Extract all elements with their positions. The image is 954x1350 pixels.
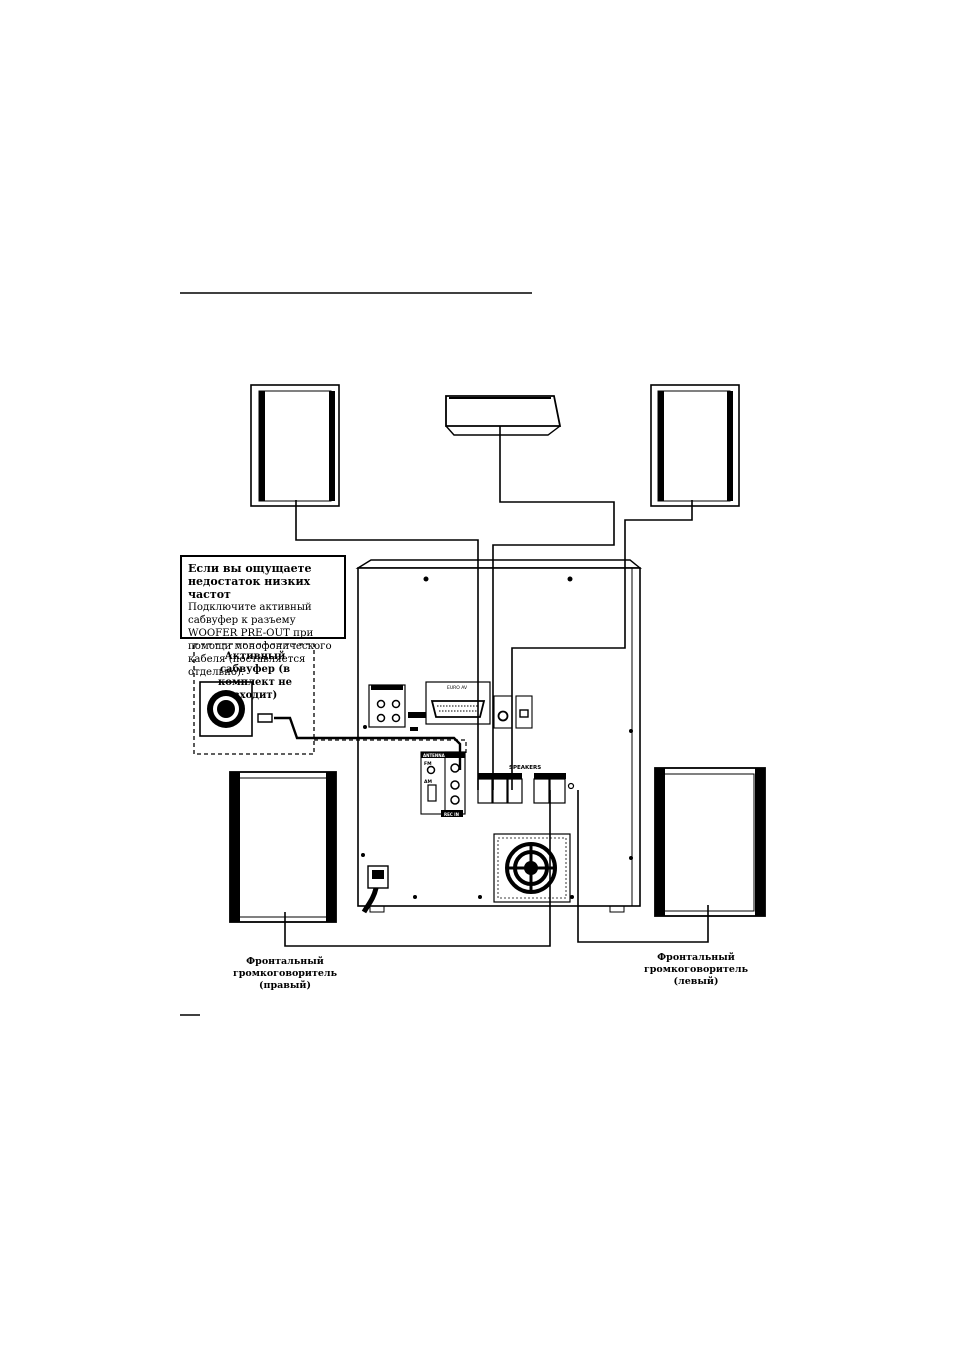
front-right-label-line2: громкоговоритель — [232, 968, 338, 979]
rear-speaker-right — [650, 384, 740, 507]
rear-speaker-left — [250, 384, 340, 507]
antenna-panel-label: ANTENNA — [423, 753, 446, 758]
front-left-label-line2: громкоговоритель — [643, 964, 749, 975]
speakers-panel-label: SPEAKERS — [509, 765, 541, 771]
bass-tip-title: Если вы ощущаете недостаток низких часто… — [188, 562, 312, 601]
subwoofer-label: Активный сабвуфер (в комплект не входит) — [218, 651, 292, 701]
bass-tip-box: Если вы ощущаете недостаток низких часто… — [180, 555, 346, 678]
front-left-label: Фронтальный громкоговоритель (левый) — [636, 952, 756, 988]
front-speaker-right — [229, 771, 337, 923]
front-left-label-line3: (левый) — [673, 976, 719, 987]
front-speaker-left — [654, 767, 766, 917]
speaker-cables — [257, 426, 709, 947]
subwoofer-dashed-frame — [193, 643, 315, 755]
main-unit-rear — [355, 559, 642, 914]
rec-panel-label: REC IN — [444, 812, 459, 817]
fm-panel-label: FM — [424, 761, 432, 767]
front-right-label-line1: Фронтальный — [246, 956, 324, 967]
front-right-label-line3: (правый) — [259, 980, 311, 991]
euro-av-panel-label: EURO AV — [447, 685, 468, 691]
am-panel-label: AM — [424, 779, 432, 785]
bass-tip-body: Подключите активный сабвуфер к разъему W… — [188, 602, 332, 678]
front-left-label-line1: Фронтальный — [657, 952, 735, 963]
front-right-label: Фронтальный громкоговоритель (правый) — [225, 956, 345, 992]
center-speaker — [445, 395, 562, 436]
subwoofer-jack — [199, 681, 253, 737]
